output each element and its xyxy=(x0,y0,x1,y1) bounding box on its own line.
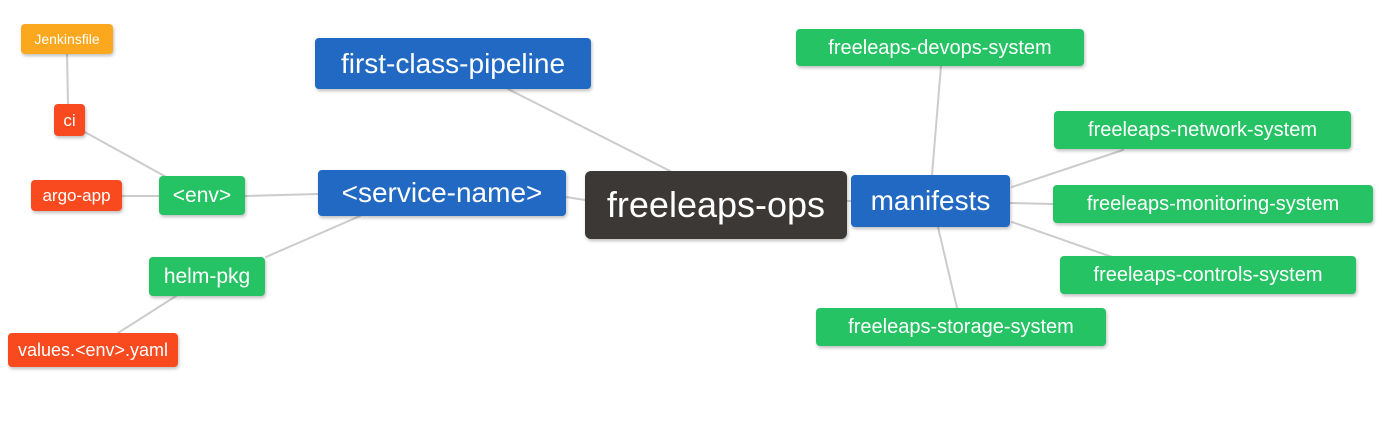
node-helm-pkg[interactable]: helm-pkg xyxy=(149,257,265,296)
edge-ci-to-env xyxy=(82,130,169,179)
edge-env-to-service-name xyxy=(244,193,319,197)
node-freeleaps-controls-system[interactable]: freeleaps-controls-system xyxy=(1060,256,1356,294)
edge-jenkinsfile-to-ci xyxy=(66,53,69,105)
node-ci[interactable]: ci xyxy=(54,104,85,136)
edge-manifests-to-freeleaps-monitoring-system xyxy=(1009,202,1054,205)
edge-manifests-to-freeleaps-controls-system xyxy=(1011,221,1113,258)
node-service-name[interactable]: <service-name> xyxy=(318,170,566,216)
node-freeleaps-network-system[interactable]: freeleaps-network-system xyxy=(1054,111,1351,149)
edge-manifests-to-freeleaps-storage-system xyxy=(937,226,958,309)
node-jenkinsfile[interactable]: Jenkinsfile xyxy=(21,24,113,54)
node-freeleaps-ops[interactable]: freeleaps-ops xyxy=(585,171,847,239)
node-env[interactable]: <env> xyxy=(159,176,245,215)
edge-service-name-to-freeleaps-ops xyxy=(565,196,586,201)
node-manifests[interactable]: manifests xyxy=(851,175,1010,227)
node-freeleaps-devops-system[interactable]: freeleaps-devops-system xyxy=(796,29,1084,66)
node-argo-app[interactable]: argo-app xyxy=(31,180,122,211)
edge-helm-pkg-to-values-env-yaml xyxy=(117,295,177,334)
node-first-class-pipeline[interactable]: first-class-pipeline xyxy=(315,38,591,89)
edge-first-class-pipeline-to-freeleaps-ops xyxy=(507,88,671,172)
node-freeleaps-monitoring-system[interactable]: freeleaps-monitoring-system xyxy=(1053,185,1373,223)
edge-manifests-to-freeleaps-devops-system xyxy=(931,65,942,176)
edge-service-name-to-helm-pkg xyxy=(265,215,361,258)
edge-manifests-to-freeleaps-network-system xyxy=(1011,149,1124,188)
node-values-env-yaml[interactable]: values.<env>.yaml xyxy=(8,333,178,367)
node-freeleaps-storage-system[interactable]: freeleaps-storage-system xyxy=(816,308,1106,346)
